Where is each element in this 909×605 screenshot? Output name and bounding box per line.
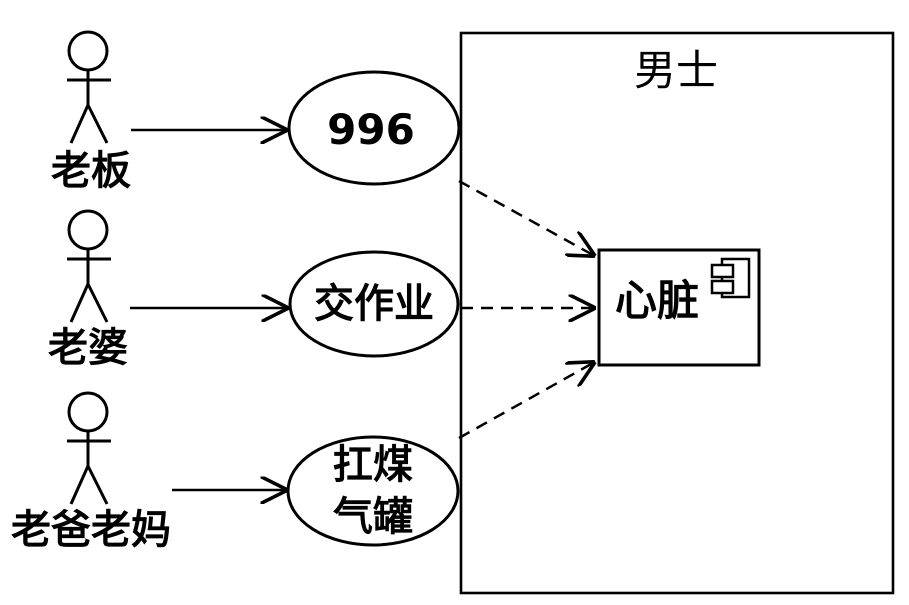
actor-boss-stick-figure-icon bbox=[67, 30, 111, 144]
actor-wife-stick-figure-icon bbox=[67, 209, 111, 323]
use-case-ellipse-homework bbox=[288, 250, 460, 358]
use-case-ellipse-gastank bbox=[286, 435, 460, 547]
system-boundary-box bbox=[459, 31, 895, 595]
dependency-arrow-gastank-heart bbox=[458, 363, 593, 440]
uml-component-icon bbox=[710, 257, 751, 299]
component-label-heart: 心脏 bbox=[614, 275, 700, 325]
actor-label-wife: 老婆 bbox=[48, 325, 128, 371]
system-boundary-title: 男士 bbox=[633, 45, 719, 95]
use-case-label-gastank-line1: 扛煤 bbox=[333, 442, 413, 488]
use-case-label-gastank-line2: 气罐 bbox=[333, 494, 413, 540]
dependency-arrow-996-heart bbox=[458, 179, 593, 255]
use-case-label-996: 996 bbox=[327, 104, 415, 154]
use-case-label-homework: 交作业 bbox=[314, 281, 434, 327]
actor-label-boss: 老板 bbox=[51, 148, 131, 194]
use-case-label-gastank: 扛煤 气罐 bbox=[333, 439, 413, 543]
use-case-ellipse-996 bbox=[287, 70, 461, 186]
actor-parents-stick-figure-icon bbox=[67, 391, 111, 505]
actor-label-parents: 老爸老妈 bbox=[11, 507, 171, 553]
